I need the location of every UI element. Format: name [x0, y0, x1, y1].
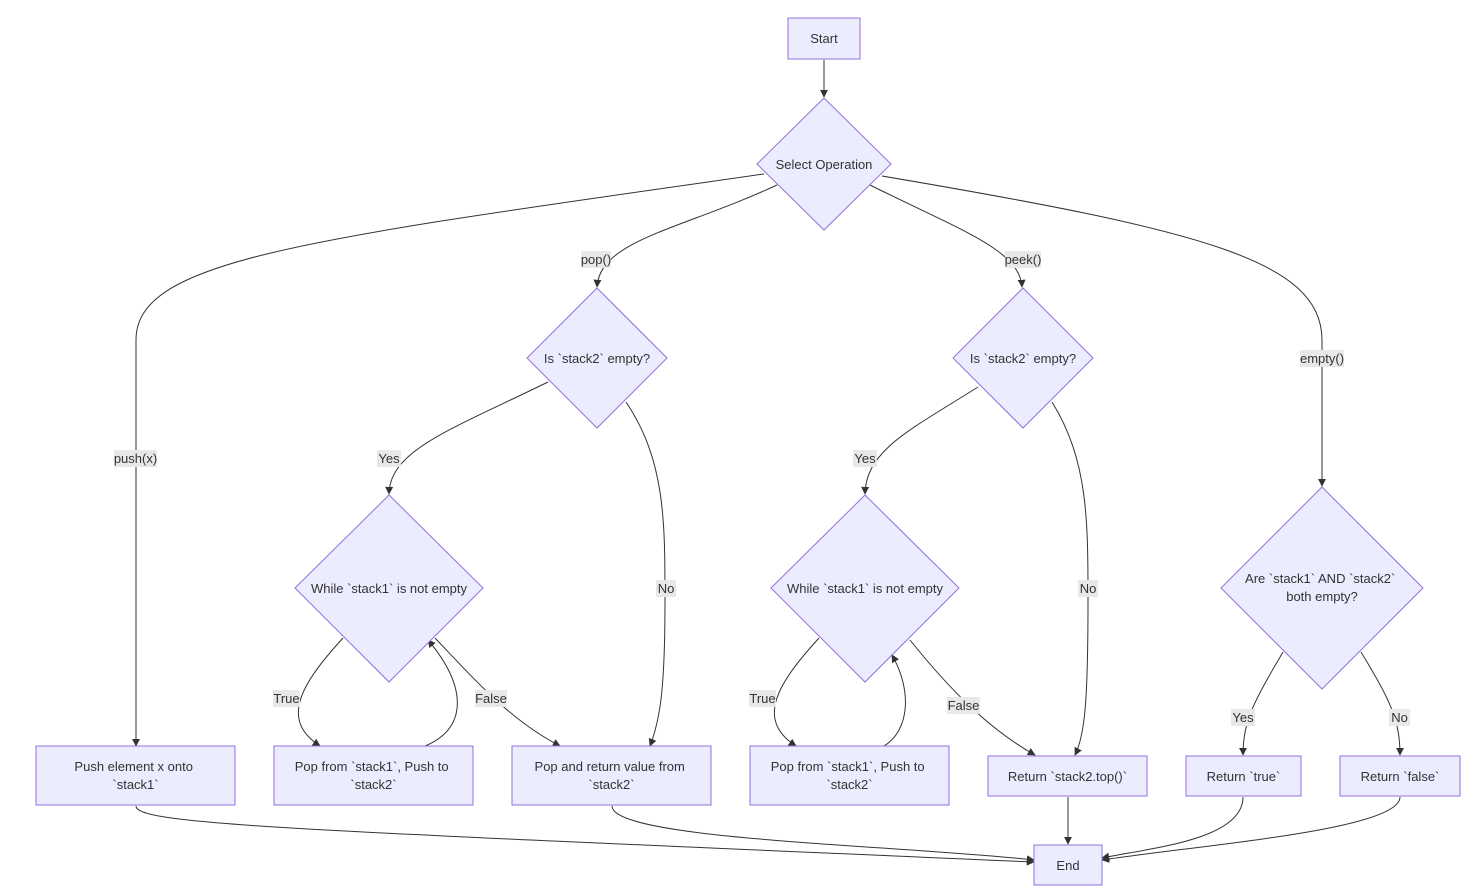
pop-transfer-node: Pop from `stack1`, Push to `stack2`	[273, 745, 474, 806]
edge-poptransfer-back	[424, 639, 458, 747]
label-peek-false: False	[948, 698, 980, 713]
edge-select-pop	[593, 184, 778, 288]
pop-transfer-line2: `stack2`	[350, 777, 396, 792]
svg-text:Push element x onto `s: Push element x onto `stack1`	[74, 759, 196, 792]
label-pop-no: No	[658, 581, 675, 596]
push-label-line1: Push element x onto	[74, 759, 193, 774]
pop-check-decision: Is `stack2` empty?	[526, 287, 668, 429]
label-empty-no: No	[1391, 710, 1408, 725]
label-empty: empty()	[1300, 351, 1344, 366]
empty-check-decision: Are `stack1` AND `stack2` both empty?	[1220, 486, 1424, 690]
peek-check-decision: Is `stack2` empty?	[952, 287, 1094, 429]
edge-popcheck-yes	[385, 381, 549, 495]
empty-check-line2: both empty?	[1286, 589, 1358, 604]
svg-text:Pop from `stack1`, Push to: Pop from `stack1`, Push to `stack2`	[295, 759, 453, 792]
edge-peekwhile-true	[773, 637, 820, 747]
svg-text:Are `stack1` AND `stack2`: Are `stack1` AND `stack2` both empty?	[1245, 571, 1399, 604]
label-pop-yes: Yes	[378, 451, 400, 466]
label-pop: pop()	[581, 252, 611, 267]
label-peek-no: No	[1080, 581, 1097, 596]
peek-check-label: Is `stack2` empty?	[970, 351, 1076, 366]
pop-return-node: Pop and return value from `stack2`	[511, 745, 712, 806]
edge-labels: push(x) pop() peek() empty() Yes No True…	[114, 251, 1410, 726]
select-operation-decision: Select Operation	[756, 97, 892, 231]
edge-false-end	[1101, 796, 1401, 863]
edges	[132, 60, 1404, 866]
edge-popreturn-end	[611, 805, 1035, 864]
pop-while-label: While `stack1` is not empty	[311, 581, 468, 596]
pop-transfer-line1: Pop from `stack1`, Push to	[295, 759, 449, 774]
edge-popwhile-true	[297, 637, 344, 747]
return-false-node: Return `false`	[1339, 755, 1461, 797]
label-pop-true: True	[273, 691, 299, 706]
edge-true-end	[1101, 796, 1244, 861]
peek-return-label: Return `stack2.top()`	[1008, 769, 1127, 784]
pop-return-line2: `stack2`	[588, 777, 634, 792]
return-true-node: Return `true`	[1185, 755, 1302, 797]
peek-return-node: Return `stack2.top()`	[987, 755, 1148, 797]
end-label: End	[1056, 858, 1079, 873]
edge-select-push	[132, 173, 765, 747]
edge-select-peek	[869, 184, 1026, 288]
peek-while-label: While `stack1` is not empty	[787, 581, 944, 596]
edge-peekcheck-yes	[861, 386, 979, 495]
edge-emptycheck-no	[1360, 651, 1404, 756]
return-true-label: Return `true`	[1207, 769, 1281, 784]
edge-emptycheck-yes	[1239, 651, 1284, 756]
nodes: Start Select Operation Push element x on…	[35, 17, 1461, 886]
pop-return-line1: Pop and return value from	[535, 759, 685, 774]
end-node: End	[1033, 844, 1103, 886]
peek-transfer-line1: Pop from `stack1`, Push to	[771, 759, 925, 774]
push-label-line2: `stack1`	[112, 777, 158, 792]
push-node: Push element x onto `stack1`	[35, 745, 236, 806]
peek-while-decision: While `stack1` is not empty	[770, 494, 960, 683]
label-empty-yes: Yes	[1232, 710, 1254, 725]
pop-check-label: Is `stack2` empty?	[544, 351, 650, 366]
select-operation-label: Select Operation	[776, 157, 873, 172]
label-peek-true: True	[749, 691, 775, 706]
start-node: Start	[787, 17, 861, 60]
edge-popcheck-no	[625, 401, 666, 747]
edge-peekcheck-no	[1051, 401, 1089, 756]
svg-text:Pop and return value from: Pop and return value from `stack2`	[535, 759, 689, 792]
peek-transfer-line2: `stack2`	[826, 777, 872, 792]
edge-push-end	[135, 805, 1035, 866]
edge-peektransfer-back	[883, 654, 906, 747]
svg-text:Pop from `stack1`, Push to: Pop from `stack1`, Push to `stack2`	[771, 759, 929, 792]
label-peek-yes: Yes	[854, 451, 876, 466]
return-false-label: Return `false`	[1361, 769, 1440, 784]
pop-while-decision: While `stack1` is not empty	[294, 494, 484, 683]
label-push: push(x)	[114, 451, 157, 466]
edge-select-empty	[881, 175, 1326, 487]
label-peek: peek()	[1005, 252, 1042, 267]
label-pop-false: False	[475, 691, 507, 706]
start-label: Start	[810, 31, 838, 46]
peek-transfer-node: Pop from `stack1`, Push to `stack2`	[749, 745, 950, 806]
empty-check-line1: Are `stack1` AND `stack2`	[1245, 571, 1395, 586]
